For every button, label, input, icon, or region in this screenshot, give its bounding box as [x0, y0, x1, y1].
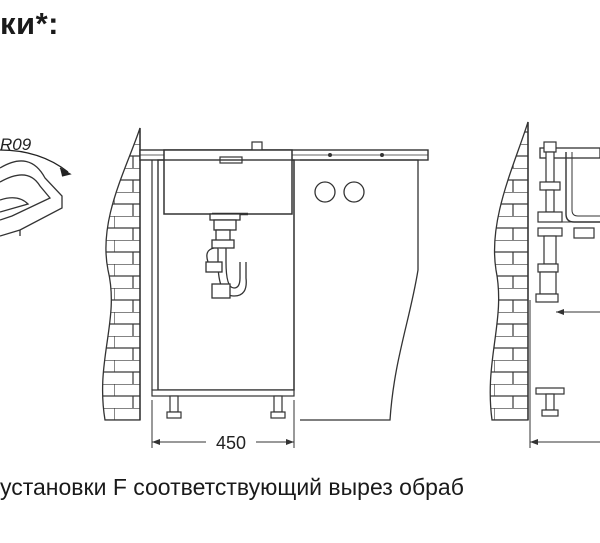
countertop-clip-icon — [328, 153, 332, 157]
adjacent-cabinet — [300, 159, 419, 421]
cabinet-width-label: 450 — [216, 433, 246, 453]
pipe-hole-icon — [314, 181, 336, 203]
sink-corner-detail-drawing — [0, 149, 72, 237]
countertop-clip-icon — [380, 153, 384, 157]
siphon-trap — [205, 213, 247, 299]
section-heading: ки*: — [0, 6, 59, 41]
side-drain-assembly — [535, 141, 565, 417]
cabinet-side-view-drawing — [489, 121, 600, 448]
side-countertop — [539, 147, 600, 159]
cabinet-front-view-drawing — [101, 127, 429, 448]
footer-caption: установки F соответствующий вырез обраб — [0, 474, 464, 500]
brick-wall-left — [101, 127, 141, 421]
cabinet-base — [151, 389, 295, 397]
brick-wall-right — [489, 121, 529, 421]
radius-label: R09 — [0, 135, 32, 154]
pipe-hole-icon — [343, 181, 365, 203]
adjustable-legs — [166, 395, 286, 419]
